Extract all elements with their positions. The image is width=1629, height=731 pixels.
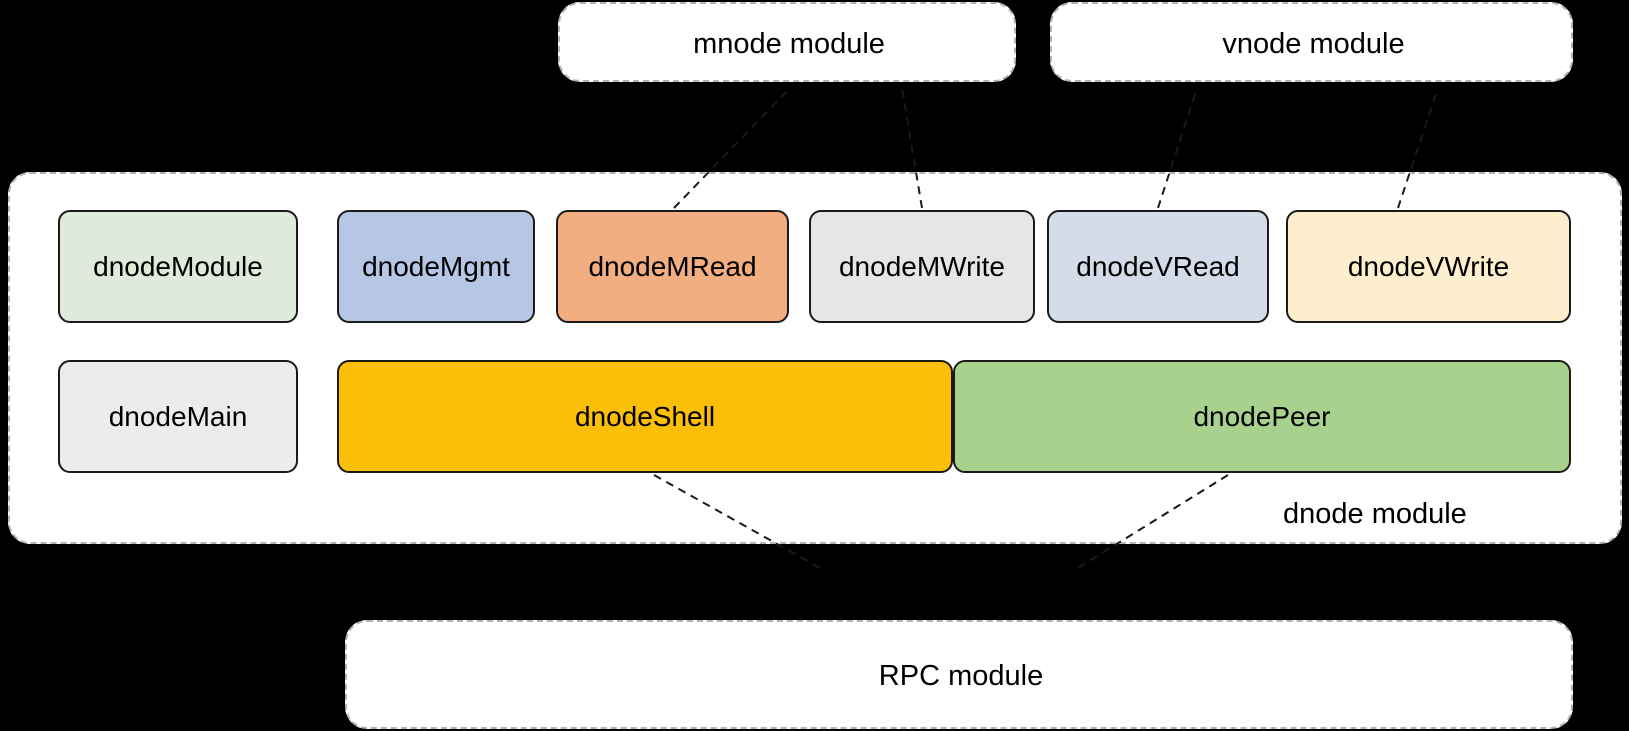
vnode-module-box[interactable]: vnode module xyxy=(1050,2,1573,82)
node-box-label: dnodeMRead xyxy=(588,250,757,282)
node-box-dnodeshell[interactable]: dnodeShell xyxy=(337,360,953,473)
node-box-dnodemread[interactable]: dnodeMRead xyxy=(556,210,789,323)
mnode-module-box[interactable]: mnode module xyxy=(558,2,1016,82)
mnode-module-label: mnode module xyxy=(693,27,885,60)
node-box-label: dnodePeer xyxy=(1193,400,1331,432)
vnode-module-label: vnode module xyxy=(1222,27,1405,60)
rpc-module-box[interactable]: RPC module xyxy=(345,620,1573,729)
node-box-label: dnodeMWrite xyxy=(838,250,1005,282)
node-box-dnodevwrite[interactable]: dnodeVWrite xyxy=(1286,210,1571,323)
node-box-label: dnodeVRead xyxy=(1076,250,1240,282)
node-box-label: dnodeMgmt xyxy=(362,250,510,282)
rpc-module-label: RPC module xyxy=(878,660,1044,692)
node-box-dnodemodule[interactable]: dnodeModule xyxy=(58,210,298,323)
node-box-label: dnodeModule xyxy=(93,250,263,282)
node-box-dnodevread[interactable]: dnodeVRead xyxy=(1047,210,1269,323)
node-box-label: dnodeMain xyxy=(108,400,248,432)
node-box-dnodemwrite[interactable]: dnodeMWrite xyxy=(809,210,1035,323)
dnode-module-label: dnode module xyxy=(1283,498,1467,530)
node-box-dnodemgmt[interactable]: dnodeMgmt xyxy=(337,210,535,323)
node-box-label: dnodeShell xyxy=(574,400,716,432)
node-box-dnodepeer[interactable]: dnodePeer xyxy=(953,360,1571,473)
node-box-dnodemain[interactable]: dnodeMain xyxy=(58,360,298,473)
node-box-label: dnodeVWrite xyxy=(1347,250,1510,282)
